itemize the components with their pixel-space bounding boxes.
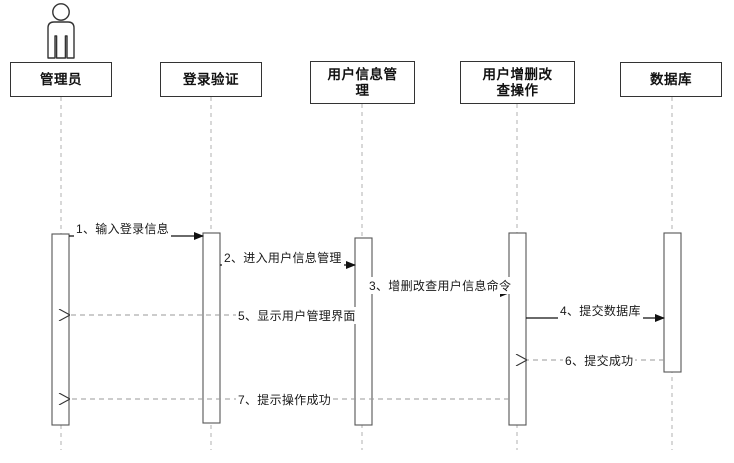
message-label-7: 7、提示操作成功 [236, 391, 334, 408]
participant-box-login-verify: 登录验证 [160, 62, 262, 97]
activation-bar-login-verify [202, 232, 221, 424]
activation-bar-user-crud-ops [508, 232, 527, 426]
message-label-6: 6、提交成功 [563, 352, 636, 369]
participant-box-user-crud-ops: 用户增删改查操作 [460, 61, 575, 104]
message-label-4: 4、提交数据库 [558, 302, 643, 319]
participant-label: 用户增删改查操作 [482, 66, 553, 98]
activation-bar-user-info-mgmt [354, 237, 373, 426]
participant-box-database: 数据库 [620, 62, 722, 97]
participant-box-admin: 管理员 [10, 62, 112, 97]
activation-bar-database [663, 232, 682, 373]
activation-bar-admin [51, 233, 70, 426]
message-label-5: 5、显示用户管理界面 [236, 307, 358, 324]
participant-box-user-info-mgmt: 用户信息管理 [310, 61, 415, 104]
participant-label: 数据库 [650, 71, 692, 87]
message-label-2: 2、进入用户信息管理 [222, 249, 344, 266]
actor-person-icon [38, 2, 84, 60]
message-label-3: 3、增删改查用户信息命令 [367, 277, 514, 294]
activation-bars-group [51, 232, 682, 426]
participant-label: 用户信息管理 [327, 66, 398, 98]
participant-label: 管理员 [40, 71, 82, 87]
participant-label: 登录验证 [183, 71, 239, 87]
message-label-1: 1、输入登录信息 [74, 220, 172, 237]
